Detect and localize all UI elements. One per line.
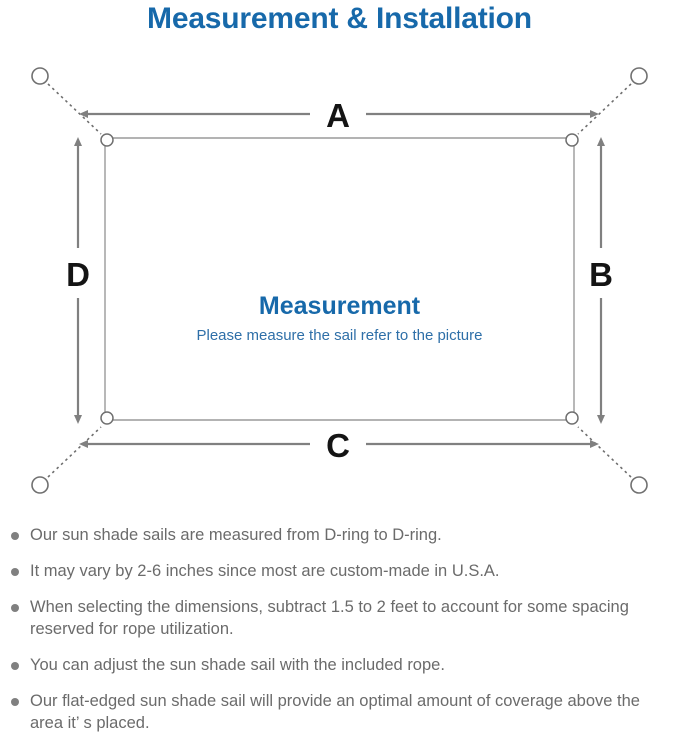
sail-body bbox=[104, 137, 575, 421]
sail-diagram-svg: A C D B bbox=[31, 67, 648, 494]
rope-line-bottom-right bbox=[577, 426, 632, 478]
dimension-label-a: A bbox=[326, 97, 350, 134]
rope-lines bbox=[47, 83, 632, 478]
anchor-point-top-left bbox=[31, 67, 49, 85]
diagram-container: A C D B Measurement Please measure the s… bbox=[0, 48, 679, 518]
note-text: It may vary by 2-6 inches since most are… bbox=[30, 562, 500, 580]
page-title: Measurement & Installation bbox=[147, 2, 532, 35]
d-ring-top-right bbox=[565, 133, 579, 147]
rope-line-top-left bbox=[47, 83, 102, 135]
note-text: You can adjust the sun shade sail with t… bbox=[30, 656, 445, 674]
note-text: When selecting the dimensions, subtract … bbox=[30, 598, 629, 638]
rope-line-top-right bbox=[577, 83, 632, 135]
dimension-label-c: C bbox=[326, 427, 350, 464]
d-ring-top-left bbox=[100, 133, 114, 147]
bullet-icon bbox=[11, 662, 19, 670]
anchor-points bbox=[31, 67, 648, 494]
note-text: Our flat-edged sun shade sail will provi… bbox=[30, 692, 640, 732]
bullet-icon bbox=[11, 698, 19, 706]
anchor-point-bottom-right bbox=[630, 476, 648, 494]
dimension-label-b: B bbox=[589, 256, 613, 293]
d-rings bbox=[100, 133, 579, 425]
bullet-icon bbox=[11, 568, 19, 576]
note-text: Our sun shade sails are measured from D-… bbox=[30, 526, 442, 544]
list-item: It may vary by 2-6 inches since most are… bbox=[0, 560, 679, 582]
anchor-point-top-right bbox=[630, 67, 648, 85]
d-ring-bottom-right bbox=[565, 411, 579, 425]
list-item: Our sun shade sails are measured from D-… bbox=[0, 524, 679, 546]
d-ring-bottom-left bbox=[100, 411, 114, 425]
diagram-center-subtext: Please measure the sail refer to the pic… bbox=[196, 327, 483, 344]
notes-list: Our sun shade sails are measured from D-… bbox=[0, 524, 679, 748]
anchor-point-bottom-left bbox=[31, 476, 49, 494]
list-item: Our flat-edged sun shade sail will provi… bbox=[0, 690, 679, 734]
bullet-icon bbox=[11, 604, 19, 612]
bullet-icon bbox=[11, 532, 19, 540]
rope-line-bottom-left bbox=[47, 426, 102, 478]
list-item: You can adjust the sun shade sail with t… bbox=[0, 654, 679, 676]
diagram-center-heading: Measurement bbox=[258, 292, 421, 320]
dimension-label-d: D bbox=[66, 256, 90, 293]
list-item: When selecting the dimensions, subtract … bbox=[0, 596, 679, 640]
